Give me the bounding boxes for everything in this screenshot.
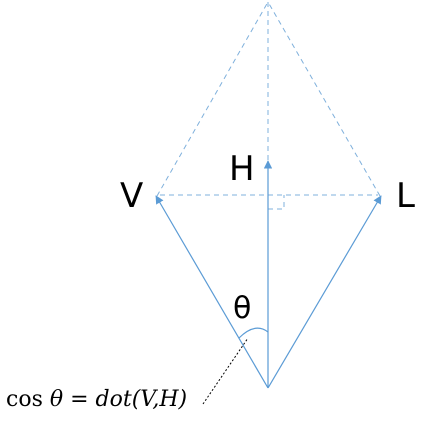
dashed-right-diagonal bbox=[267, 1, 381, 197]
vector-v bbox=[155, 195, 269, 389]
label-h: H bbox=[229, 149, 255, 189]
leader-line bbox=[202, 337, 249, 405]
label-theta: θ bbox=[233, 291, 251, 326]
vector-l bbox=[267, 195, 382, 389]
label-l: L bbox=[396, 176, 415, 216]
angle-arc bbox=[238, 327, 269, 339]
construction-lines bbox=[156, 1, 381, 210]
formula-theta: θ bbox=[50, 387, 63, 412]
formula-prefix: cos bbox=[6, 387, 50, 412]
label-v: V bbox=[120, 176, 143, 216]
formula-equals: = bbox=[63, 387, 95, 412]
dashed-left-diagonal bbox=[156, 1, 269, 197]
vectors bbox=[155, 160, 382, 389]
formula-cos-theta: cos θ = dot(V,H) bbox=[6, 387, 187, 412]
formula-expression: dot(V,H) bbox=[96, 387, 188, 412]
right-angle-marker bbox=[268, 195, 285, 210]
